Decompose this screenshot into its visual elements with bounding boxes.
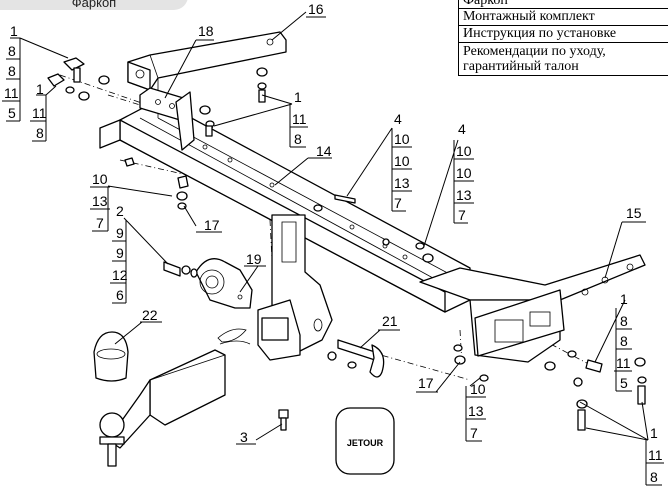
ball-mount [99, 349, 226, 467]
hitch-pin-21 [337, 339, 385, 378]
callout-label: 11 [4, 85, 19, 101]
callout-14: 14 [316, 143, 332, 159]
callout-label: 6 [116, 287, 124, 303]
parts-list-item: Фаркоп [458, 0, 668, 9]
callout-label: 12 [112, 267, 128, 283]
callout-17a: 17 [204, 217, 220, 233]
callout-label: 8 [620, 313, 628, 329]
callout-label: 13 [92, 193, 108, 209]
callout-group-left-2: 1 11 8 [30, 81, 47, 142]
callout-label: 1 [294, 89, 302, 105]
callout-label: 11 [616, 355, 631, 371]
callout-label: 8 [620, 333, 628, 349]
callout-label: 7 [394, 195, 402, 211]
callout-group-4a: 4 10 10 13 7 [391, 111, 412, 212]
callout-label: 7 [458, 207, 466, 223]
callout-label: 1 [10, 23, 18, 39]
left-bracket-16 [127, 31, 287, 100]
callout-label: 10 [394, 131, 410, 147]
parts-list-item: Монтажный комплект [458, 8, 668, 26]
callout-label: 13 [468, 403, 484, 419]
callout-16: 16 [308, 1, 324, 17]
callout-label: 13 [456, 187, 472, 203]
parts-list-row: Фаркоп [458, 0, 668, 9]
callout-3: 3 [240, 429, 248, 445]
header-tab-title: Фаркоп [71, 0, 117, 10]
callout-22: 22 [142, 307, 158, 323]
receiver-tube [257, 214, 333, 361]
callout-label: 7 [96, 215, 104, 231]
callout-label: 1 [36, 81, 44, 97]
callout-label: 9 [116, 245, 124, 261]
callout-17b: 17 [418, 375, 434, 391]
callout-group-bottom-10: 10 13 7 [465, 381, 486, 442]
callout-label: 5 [620, 375, 628, 391]
parts-list-item: Рекомендации по уходу, гарантийный талон [458, 42, 668, 76]
callout-group-top-left: 1 8 8 11 5 [2, 23, 21, 122]
callout-group-left-2b: 2 9 9 12 6 [110, 203, 128, 304]
header-tab: Фаркоп [0, 0, 188, 10]
callout-label: 11 [292, 111, 307, 127]
bracket-18 [139, 87, 195, 151]
callout-label: 11 [648, 447, 663, 463]
ball-cover-logo: JETOUR [347, 438, 384, 448]
callout-label: 10 [470, 381, 486, 397]
callout-15: 15 [626, 205, 642, 221]
callout-label: 2 [116, 203, 124, 219]
socket-cover: JETOUR [335, 407, 395, 475]
callout-group-right-1: 1 8 8 11 5 [614, 291, 632, 392]
callout-18: 18 [198, 23, 214, 39]
callout-label: 5 [8, 105, 16, 121]
callout-label: 1 [620, 291, 628, 307]
parts-list-table: Фаркоп Монтажный комплект Инструкция по … [458, 0, 668, 76]
callout-label: 8 [8, 63, 16, 79]
parts-list-item: Инструкция по установке [458, 25, 668, 43]
callout-label: 8 [36, 125, 44, 141]
callout-label: 11 [32, 105, 47, 121]
callout-label: 8 [8, 43, 16, 59]
ball-cover-22 [93, 331, 129, 382]
callout-label: 10 [456, 143, 472, 159]
callout-21: 21 [382, 313, 398, 329]
callout-group-center-1: 1 11 8 [289, 89, 308, 148]
flange-19 [195, 258, 253, 309]
callout-group-right-1b: 1 11 8 [645, 425, 664, 486]
leader-lines [10, 11, 649, 441]
callout-label: 10 [394, 153, 410, 169]
parts-list-row: Рекомендации по уходу, гарантийный талон [458, 42, 668, 76]
callout-label: 9 [116, 225, 124, 241]
callout-label: 4 [394, 111, 402, 127]
callout-label: 4 [458, 121, 466, 137]
callout-label: 7 [470, 425, 478, 441]
callout-group-4b: 4 10 10 13 7 [453, 121, 474, 224]
callout-label: 8 [294, 131, 302, 147]
callout-label: 10 [92, 171, 108, 187]
spring-clip [217, 328, 251, 345]
right-bracket-15 [419, 254, 646, 363]
callout-19: 19 [246, 251, 262, 267]
callout-label: 13 [394, 175, 410, 191]
callout-group-left-10: 10 13 7 [90, 171, 110, 232]
parts-list-row: Монтажный комплект [458, 8, 668, 26]
callout-label: 10 [456, 165, 472, 181]
callout-label: 1 [650, 425, 658, 441]
callout-label: 8 [650, 469, 658, 485]
parts-list-row: Инструкция по установке [458, 25, 668, 43]
